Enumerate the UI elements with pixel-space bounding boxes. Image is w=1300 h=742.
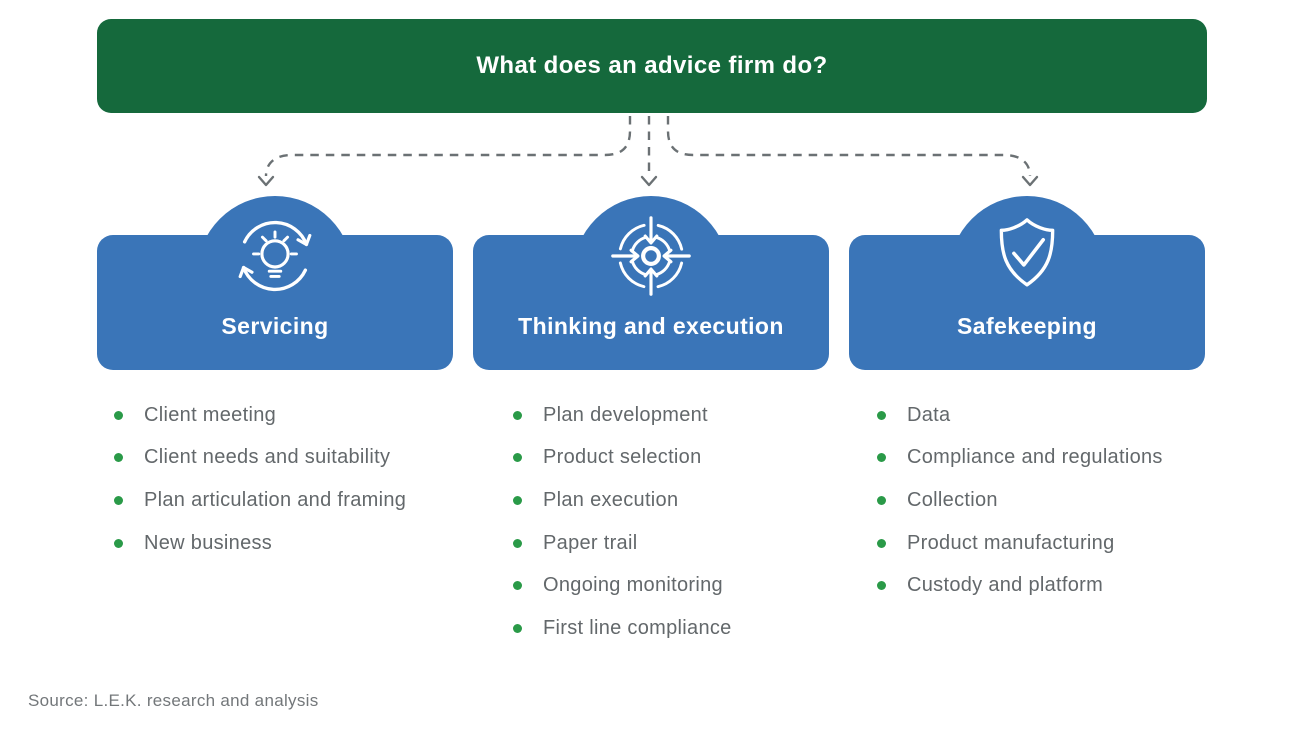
pillar-panel: [473, 235, 829, 370]
pillar-safekeeping: Safekeeping: [849, 196, 1205, 370]
pillar-panel: [97, 235, 453, 370]
list-item: Product manufacturing: [877, 522, 1163, 565]
list-item: New business: [114, 522, 406, 565]
pillar-label: Thinking and execution: [518, 313, 784, 339]
bullet-icon: [513, 623, 522, 633]
list-item: Compliance and regulations: [877, 437, 1163, 480]
bullet-icon: [114, 538, 123, 548]
arrow-down-icon: [257, 175, 275, 187]
connector-left: [264, 116, 632, 177]
pillar-thinking-and-execution: Thinking and execution: [473, 196, 829, 370]
cycle-lightbulb-icon: [238, 220, 312, 292]
thinking-and-execution-list: Plan development Product selection Plan …: [513, 394, 732, 650]
bullet-icon: [877, 581, 886, 591]
list-item: Data: [877, 394, 1163, 437]
list-item: Ongoing monitoring: [513, 564, 732, 607]
servicing-list: Client meeting Client needs and suitabil…: [114, 394, 406, 564]
target-arrows-icon: [611, 216, 691, 296]
list-item: Paper trail: [513, 522, 732, 565]
bullet-icon: [513, 410, 522, 420]
safekeeping-list: Data Compliance and regulations Collecti…: [877, 394, 1163, 607]
bullet-icon: [513, 581, 522, 591]
pillar-servicing: Servicing: [97, 196, 453, 370]
list-item: Client meeting: [114, 394, 406, 437]
bullet-icon: [877, 410, 886, 420]
list-item: Plan articulation and framing: [114, 479, 406, 522]
pillar-label: Safekeeping: [957, 313, 1097, 339]
bullet-icon: [114, 495, 123, 505]
connector-right: [666, 116, 1032, 177]
bullet-icon: [877, 453, 886, 463]
bullet-icon: [877, 495, 886, 505]
bullet-icon: [877, 538, 886, 548]
list-item: Custody and platform: [877, 564, 1163, 607]
bullet-icon: [513, 538, 522, 548]
list-item: Product selection: [513, 437, 732, 480]
page-title: What does an advice firm do?: [476, 52, 828, 79]
list-item: Collection: [877, 479, 1163, 522]
pillar-label: Servicing: [221, 313, 329, 339]
bullet-icon: [513, 453, 522, 463]
source-note: Source: L.E.K. research and analysis: [28, 691, 319, 710]
arrow-down-icon: [1021, 175, 1039, 187]
bullet-icon: [114, 453, 123, 463]
list-item: Plan execution: [513, 479, 732, 522]
list-item: Client needs and suitability: [114, 437, 406, 480]
pillar-panel: [849, 235, 1205, 370]
shield-check-icon: [999, 218, 1055, 287]
bullet-icon: [114, 410, 123, 420]
bullet-icon: [513, 495, 522, 505]
header-banner: What does an advice firm do?: [97, 19, 1207, 113]
list-item: First line compliance: [513, 607, 732, 650]
list-item: Plan development: [513, 394, 732, 437]
arrow-down-icon: [640, 175, 658, 187]
